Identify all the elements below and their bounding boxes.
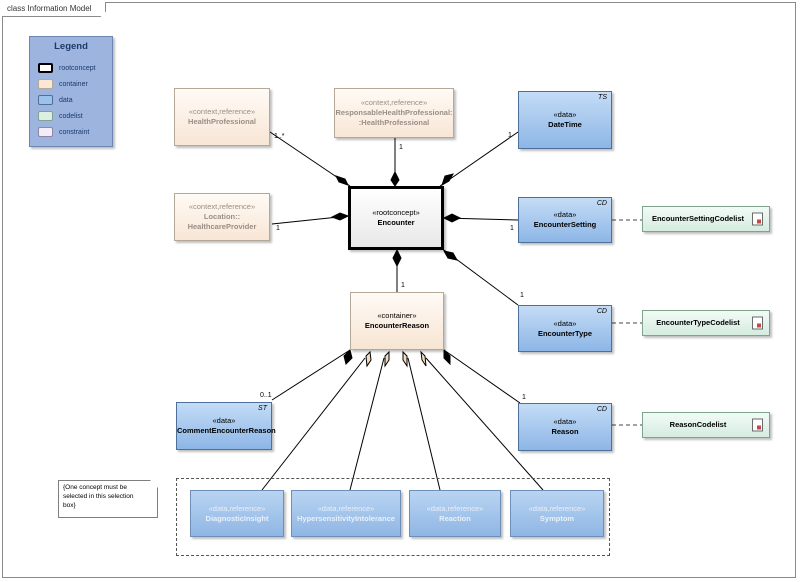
node-encounter-setting-codelist[interactable]: EncounterSettingCodelist bbox=[642, 206, 770, 232]
multiplicity-comment: 0..1 bbox=[260, 392, 272, 399]
link-hypersensitivity-encounterreason bbox=[349, 357, 385, 491]
diamond-dt bbox=[441, 173, 455, 187]
diagram-title: class Information Model bbox=[2, 2, 106, 17]
node-health-professional[interactable]: «context,reference»HealthProfessional bbox=[174, 88, 270, 146]
node-datetime[interactable]: TS «data»DateTime bbox=[518, 91, 612, 149]
node-encounter-setting[interactable]: CD «data»EncounterSetting bbox=[518, 197, 612, 243]
diamond-diagnostic bbox=[365, 350, 372, 368]
constraint-note[interactable]: {One concept must be selected in this se… bbox=[58, 480, 158, 518]
node-encounter-reason[interactable]: «container»EncounterReason bbox=[350, 292, 444, 350]
legend-item-codelist: codelist bbox=[38, 111, 83, 123]
node-location[interactable]: «context,reference»Location::HealthcareP… bbox=[174, 193, 270, 241]
legend: Legend rootconcept container data codeli… bbox=[29, 36, 113, 147]
diamond-hypersensitivity bbox=[384, 350, 390, 368]
node-encounter-type-codelist[interactable]: EncounterTypeCodelist bbox=[642, 310, 770, 336]
diamond-et bbox=[443, 250, 458, 261]
legend-item-container: container bbox=[38, 79, 88, 91]
multiplicity-datetime: 1 bbox=[508, 132, 512, 139]
node-encounter-type[interactable]: CD «data»EncounterType bbox=[518, 305, 612, 352]
node-reaction[interactable]: «data,reference»Reaction bbox=[409, 490, 501, 537]
legend-swatch bbox=[38, 111, 53, 122]
diamond-symptom bbox=[420, 350, 427, 367]
multiplicity-encounter-reason: 1 bbox=[401, 282, 405, 289]
diamond-comment bbox=[343, 349, 353, 365]
multiplicity-health-professional: 1..* bbox=[274, 133, 285, 140]
diamond-reason bbox=[443, 348, 451, 366]
multiplicity-location: 1 bbox=[276, 225, 280, 232]
node-reason-codelist[interactable]: ReasonCodelist bbox=[642, 412, 770, 438]
node-encounter[interactable]: «rootconcept»Encounter bbox=[348, 186, 444, 250]
legend-swatch bbox=[38, 127, 53, 138]
legend-swatch bbox=[38, 63, 53, 74]
document-icon bbox=[752, 316, 763, 330]
link-diagnostic-encounterreason bbox=[261, 357, 366, 491]
node-responsable-health-professional[interactable]: «context,reference»ResponsableHealthProf… bbox=[334, 88, 454, 138]
multiplicity-encounter-type: 1 bbox=[520, 292, 524, 299]
multiplicity-responsable: 1 bbox=[399, 144, 403, 151]
selection-box bbox=[176, 478, 610, 556]
legend-title: Legend bbox=[54, 41, 88, 52]
node-comment-encounter-reason[interactable]: ST «data»CommentEncounterReason bbox=[176, 402, 276, 450]
document-icon bbox=[752, 418, 763, 432]
multiplicity-reason: 1 bbox=[522, 394, 526, 401]
link-datetime-encounter bbox=[439, 131, 519, 187]
link-comment-encounterreason bbox=[271, 349, 351, 401]
diamond-es bbox=[442, 213, 462, 223]
diamond-er bbox=[392, 248, 402, 268]
link-symptom-encounterreason bbox=[425, 357, 544, 491]
link-reaction-encounterreason bbox=[407, 357, 441, 491]
legend-item-data: data bbox=[38, 95, 73, 107]
link-reason-encounterreason bbox=[443, 349, 521, 404]
diamond-resp bbox=[390, 170, 400, 187]
legend-item-constraint: constraint bbox=[38, 127, 89, 139]
legend-item-rootconcept: rootconcept bbox=[38, 63, 96, 75]
node-diagnostic-insight[interactable]: «data,reference»DiagnosticInsight bbox=[190, 490, 284, 537]
node-symptom[interactable]: «data,reference»Symptom bbox=[510, 490, 604, 537]
multiplicity-encounter-setting: 1 bbox=[510, 225, 514, 232]
legend-swatch bbox=[38, 79, 53, 90]
document-icon bbox=[752, 212, 763, 226]
diamond-hp bbox=[335, 175, 349, 186]
diamond-reaction bbox=[402, 350, 408, 368]
diamond-loc bbox=[330, 212, 350, 221]
node-hypersensitivity-intolerance[interactable]: «data,reference»HypersensitivityIntolera… bbox=[291, 490, 401, 537]
node-reason[interactable]: CD «data»Reason bbox=[518, 403, 612, 451]
legend-swatch bbox=[38, 95, 53, 106]
